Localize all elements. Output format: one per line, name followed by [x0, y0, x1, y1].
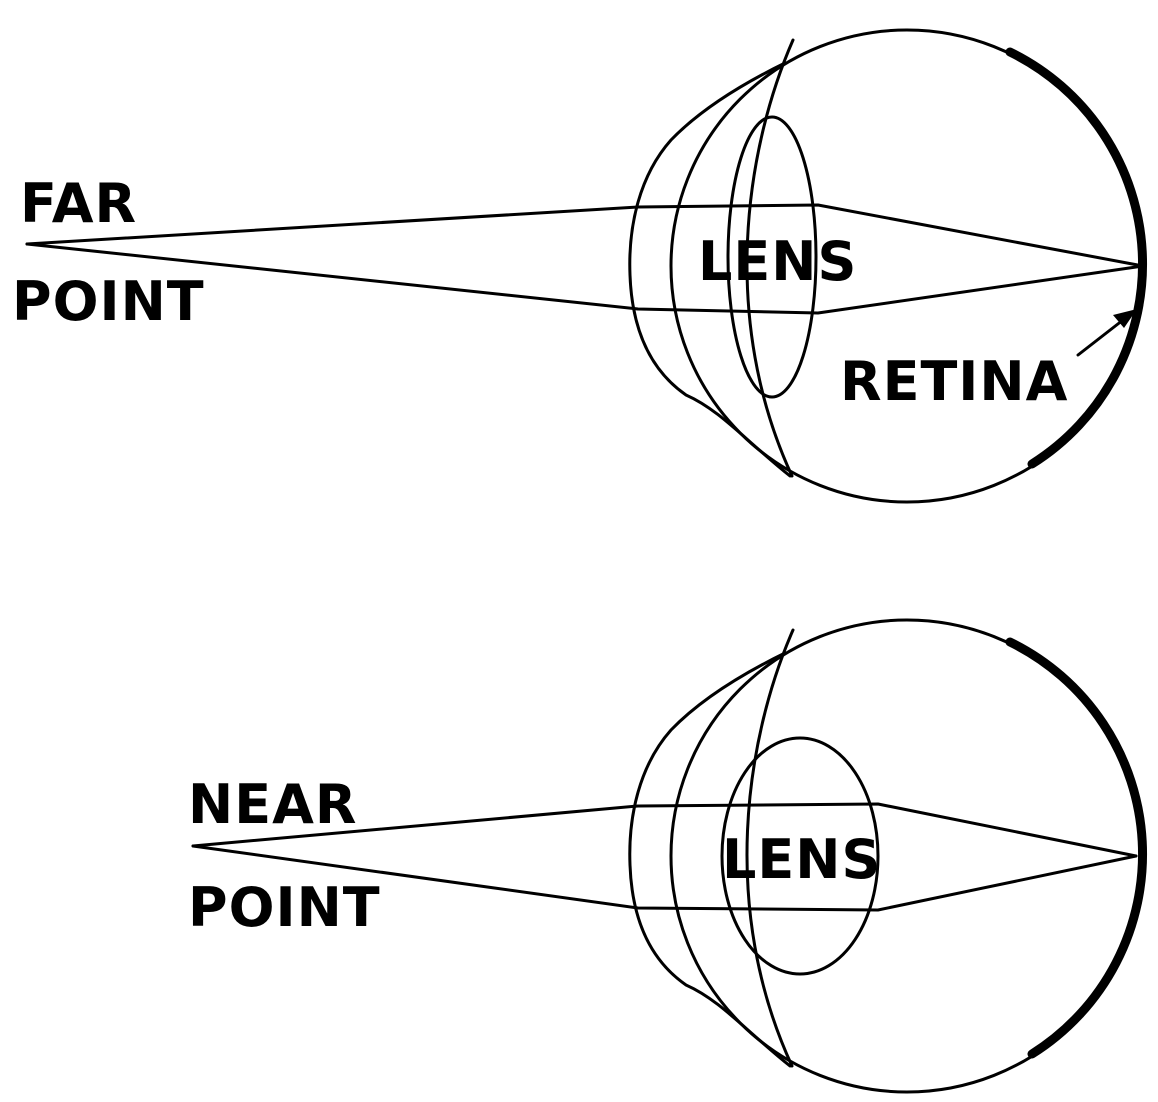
far-lens-relaxed [726, 115, 818, 399]
near-retina-arc [1005, 637, 1148, 1059]
near-ciliary-curve [745, 628, 795, 1068]
near-point-eye-panel: NEAR POINT LENS [188, 618, 1148, 1094]
far-retina-arc [1005, 47, 1148, 469]
near-cornea [628, 651, 792, 1068]
near-lens-accommodated [720, 736, 880, 976]
far-ray-upper [25, 203, 1145, 268]
far-lens-label: LENS [698, 230, 857, 293]
near-label-line2: POINT [188, 876, 381, 939]
retina-arrow-head [1113, 309, 1137, 328]
near-label-line1: NEAR [188, 773, 357, 836]
far-ciliary-curve [745, 38, 795, 478]
near-ray-upper [191, 802, 1138, 858]
far-point-eye-panel: FAR POINT LENS RETINA [12, 28, 1148, 504]
retina-label: RETINA [840, 350, 1068, 413]
far-cornea [628, 61, 792, 478]
far-label-line1: FAR [20, 172, 137, 235]
near-ray-lower [191, 844, 1138, 912]
far-label-line2: POINT [12, 270, 205, 333]
near-lens-label: LENS [722, 828, 881, 891]
far-ray-lower [25, 242, 1145, 315]
